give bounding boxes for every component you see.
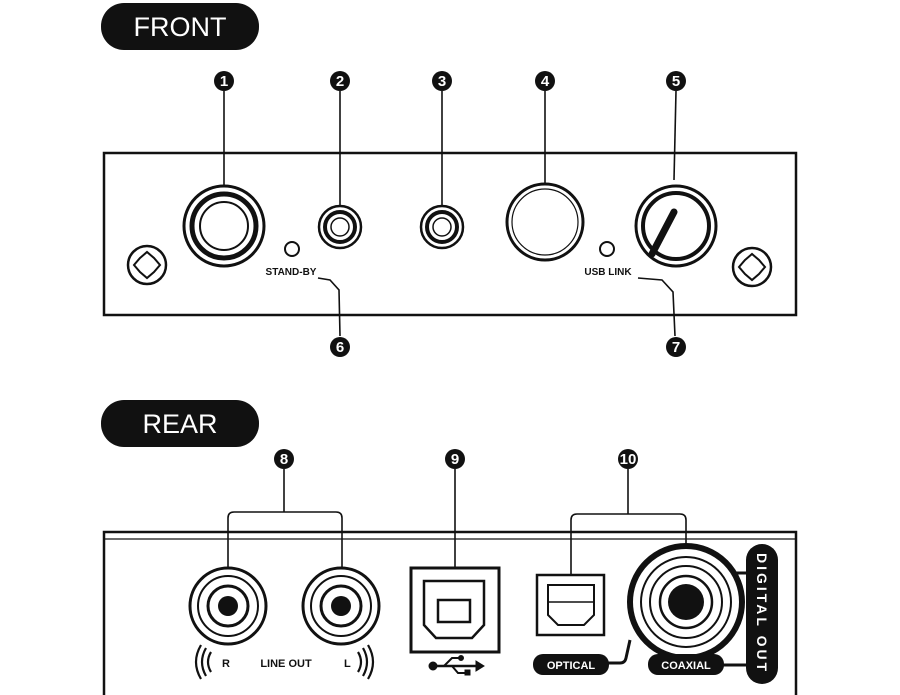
rear-section: REAR 8 9 10 [101, 400, 798, 695]
usb-link-label: USB LINK [584, 267, 632, 278]
svg-text:5: 5 [672, 73, 680, 90]
usb-symbol-icon [428, 655, 485, 676]
usb-b-port[interactable] [409, 566, 501, 654]
front-panel [102, 151, 798, 317]
callout-2: 2 [330, 71, 350, 91]
digital-out-label: DIGITAL OUT [754, 553, 770, 674]
screw-icon [731, 246, 773, 288]
screw-icon [126, 244, 168, 286]
callout-7: 7 [666, 337, 686, 357]
svg-text:2: 2 [336, 73, 344, 90]
digital-out-tag [746, 544, 778, 684]
rear-title: REAR [142, 409, 217, 439]
svg-text:7: 7 [672, 339, 680, 356]
rear-title-pill [101, 400, 259, 447]
front-lower-leader-lines [317, 277, 676, 337]
rear-leader-lines [227, 469, 687, 612]
callout-9: 9 [445, 449, 465, 469]
volume-knob[interactable] [634, 184, 718, 268]
rca-jack-left[interactable] [301, 566, 381, 646]
rear-panel [102, 530, 798, 695]
optical-label: OPTICAL [547, 660, 596, 672]
optical-port[interactable] [535, 573, 606, 637]
rca-jack-right[interactable] [188, 566, 268, 646]
sound-wave-icon [357, 644, 375, 680]
standby-label: STAND-BY [266, 267, 317, 278]
headphone-jack-small-1[interactable] [317, 204, 363, 250]
svg-text:8: 8 [280, 451, 288, 468]
optical-tag [533, 654, 609, 675]
callout-8: 8 [274, 449, 294, 469]
standby-led [284, 241, 300, 257]
usb-link-led [599, 241, 615, 257]
svg-text:6: 6 [336, 339, 344, 356]
callout-4: 4 [535, 71, 555, 91]
front-title-pill [101, 3, 259, 50]
front-leader-lines [223, 90, 677, 226]
headphone-jack-large[interactable] [182, 184, 266, 268]
callout-5: 5 [666, 71, 686, 91]
front-section: FRONT 1 2 3 4 5 [101, 3, 798, 357]
sound-wave-icon [194, 644, 212, 680]
power-button[interactable] [505, 182, 585, 262]
callout-3: 3 [432, 71, 452, 91]
coaxial-tag [648, 654, 724, 675]
svg-text:1: 1 [220, 73, 228, 90]
line-out-r-label: R [222, 658, 230, 670]
svg-text:4: 4 [541, 73, 550, 90]
front-title: FRONT [134, 12, 227, 42]
headphone-jack-small-2[interactable] [419, 204, 465, 250]
svg-text:10: 10 [620, 451, 637, 468]
callout-6: 6 [330, 337, 350, 357]
coaxial-label: COAXIAL [661, 660, 711, 672]
line-out-l-label: L [344, 658, 351, 670]
callout-10: 10 [618, 449, 638, 469]
line-out-label: LINE OUT [260, 658, 312, 670]
digital-out-bracket [604, 571, 746, 667]
svg-text:3: 3 [438, 73, 446, 90]
callout-1: 1 [214, 71, 234, 91]
svg-text:9: 9 [451, 451, 459, 468]
coaxial-jack[interactable] [627, 543, 745, 661]
